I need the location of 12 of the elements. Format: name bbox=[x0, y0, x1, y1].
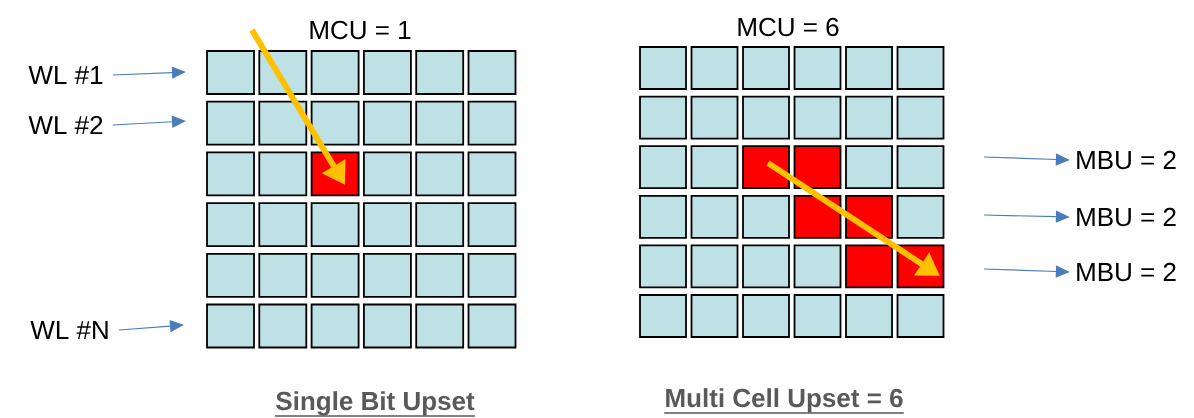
word-line-label: WL #2 bbox=[28, 115, 103, 135]
count-label: MCU = 1 bbox=[310, 20, 411, 40]
count-label: MCU = 6 bbox=[738, 17, 839, 37]
arrow bbox=[112, 115, 186, 128]
caption: Single Bit Upset bbox=[276, 391, 475, 416]
mbu-label: MBU = 2 bbox=[1077, 262, 1176, 282]
word-line-label: WL #N bbox=[30, 321, 108, 339]
word-line-label: WL #1 bbox=[28, 66, 103, 84]
arrow bbox=[112, 66, 186, 79]
mbu-label: MBU = 2 bbox=[1077, 150, 1176, 170]
mbu-label: MBU = 2 bbox=[1077, 207, 1176, 227]
caption: Multi Cell Upset = 6 bbox=[666, 388, 903, 413]
